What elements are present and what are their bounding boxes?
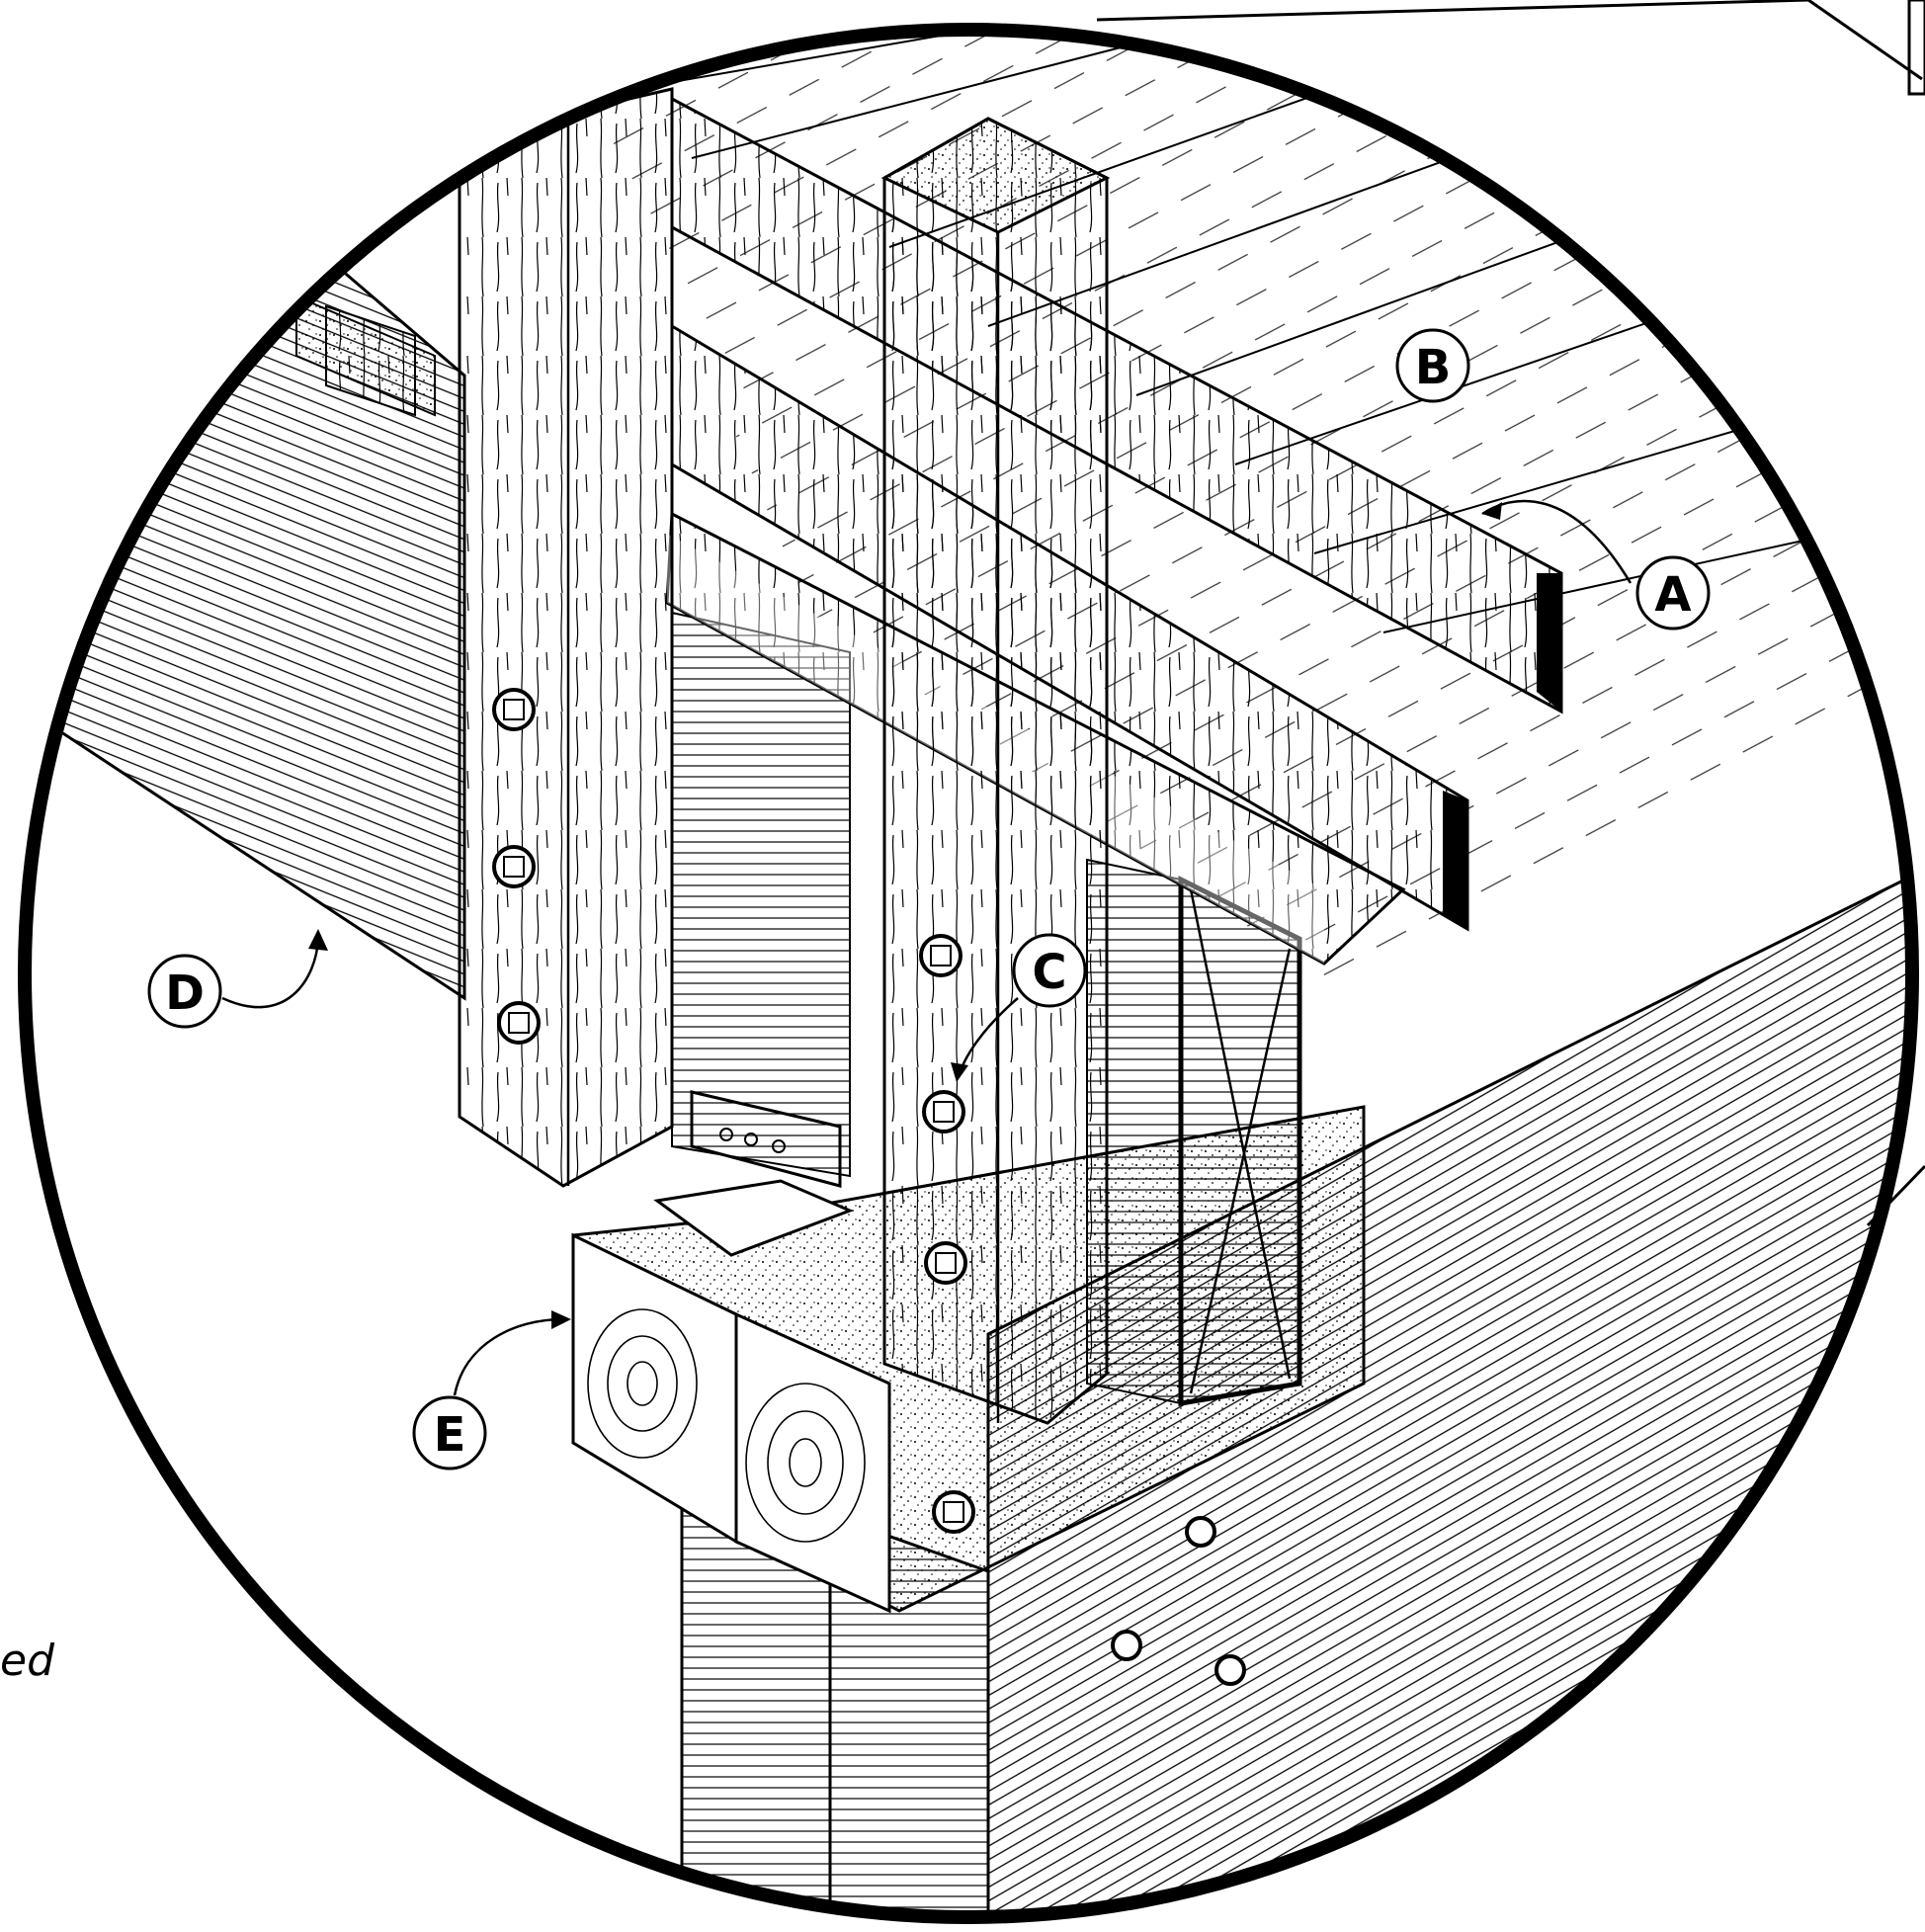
callout-d-arrowhead — [308, 929, 328, 951]
callout-d: D — [147, 929, 328, 1029]
callout-b-label: B — [1415, 340, 1452, 395]
bolt-heads-left-post — [492, 688, 541, 1045]
bolt-heads-front-post — [919, 934, 967, 1285]
callout-e-label: E — [434, 1407, 466, 1463]
callout-e-leader — [453, 1317, 564, 1396]
callout-d-leader — [221, 938, 320, 1009]
callout-c: C — [951, 933, 1087, 1082]
callout-c-arrowhead — [951, 1062, 968, 1082]
callout-a-arrowhead — [1482, 502, 1502, 520]
callout-c-label: C — [1032, 945, 1066, 1000]
callout-d-label: D — [165, 966, 205, 1021]
post-left — [458, 87, 674, 1188]
cross-brace-panel — [671, 611, 1302, 1406]
detail-leader-lines — [1096, 0, 1925, 1227]
magnifier-circle — [18, 23, 1919, 1924]
callout-a-label: A — [1654, 567, 1691, 623]
callout-b: B — [1395, 328, 1470, 403]
beam-d — [25, 206, 466, 1001]
callout-e-arrowhead — [551, 1310, 571, 1329]
margin-text-fragment: ed — [0, 1636, 55, 1686]
callout-a: A — [1481, 499, 1711, 630]
callout-e: E — [412, 1310, 571, 1470]
detail-box-corner — [1907, 0, 1925, 96]
post-front — [880, 117, 1111, 1425]
